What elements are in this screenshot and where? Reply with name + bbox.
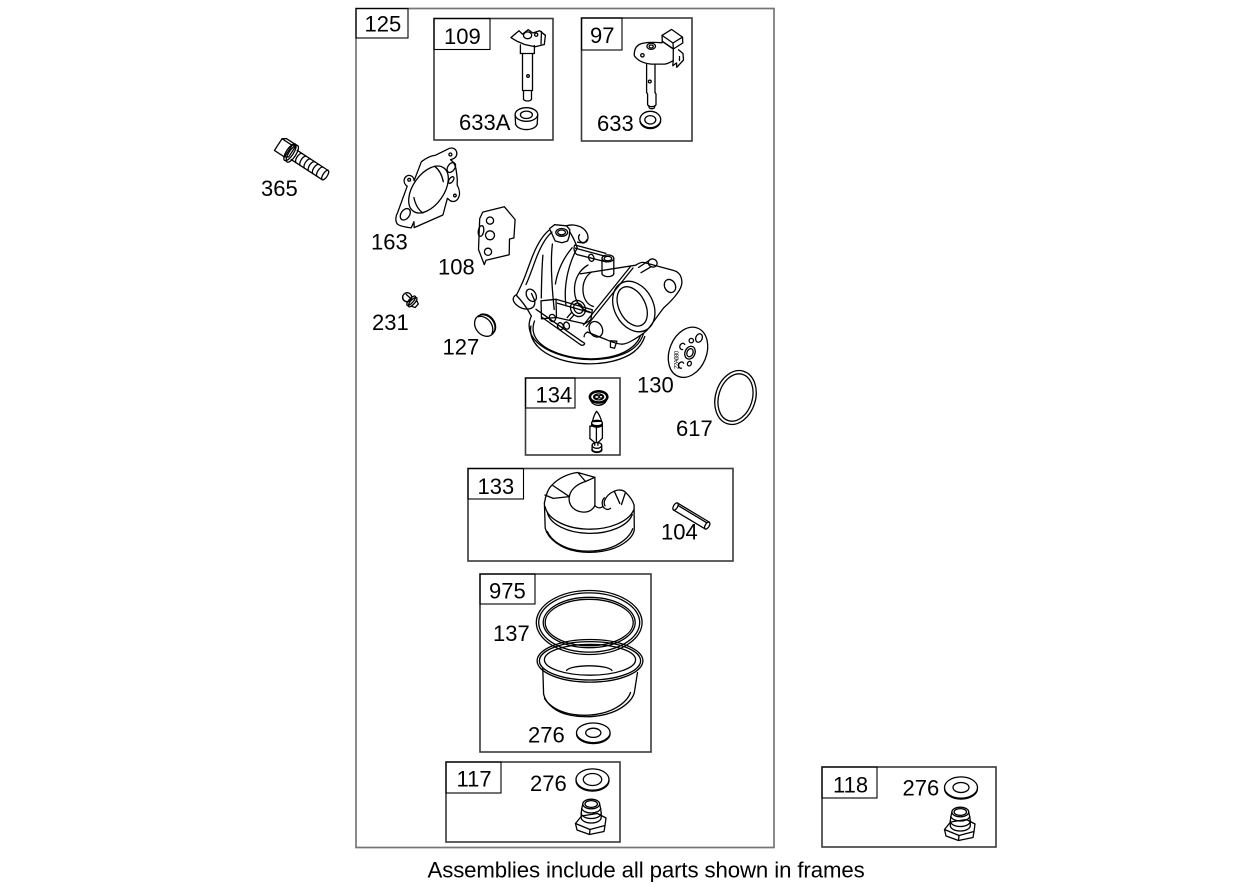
svg-text:22A680: 22A680 xyxy=(675,350,681,369)
svg-text:231: 231 xyxy=(372,310,409,335)
svg-text:633: 633 xyxy=(597,111,634,136)
svg-text:617: 617 xyxy=(676,416,713,441)
svg-text:633A: 633A xyxy=(459,110,511,135)
svg-text:118: 118 xyxy=(833,773,868,798)
svg-text:276: 276 xyxy=(530,771,567,796)
svg-text:130: 130 xyxy=(637,373,674,398)
svg-text:163: 163 xyxy=(371,230,408,255)
svg-text:133: 133 xyxy=(478,474,515,499)
svg-text:137: 137 xyxy=(493,621,530,646)
svg-text:109: 109 xyxy=(444,24,481,49)
svg-text:276: 276 xyxy=(528,723,565,748)
svg-text:975: 975 xyxy=(489,579,526,604)
svg-text:Assemblies include all parts s: Assemblies include all parts shown in fr… xyxy=(428,858,865,883)
svg-text:125: 125 xyxy=(365,12,402,37)
svg-text:127: 127 xyxy=(443,335,480,360)
svg-text:134: 134 xyxy=(536,383,573,408)
svg-text:276: 276 xyxy=(903,776,940,801)
svg-text:97: 97 xyxy=(590,23,614,48)
svg-text:365: 365 xyxy=(261,176,298,201)
svg-text:117: 117 xyxy=(457,767,492,792)
svg-text:104: 104 xyxy=(661,520,698,545)
svg-text:108: 108 xyxy=(438,255,475,280)
